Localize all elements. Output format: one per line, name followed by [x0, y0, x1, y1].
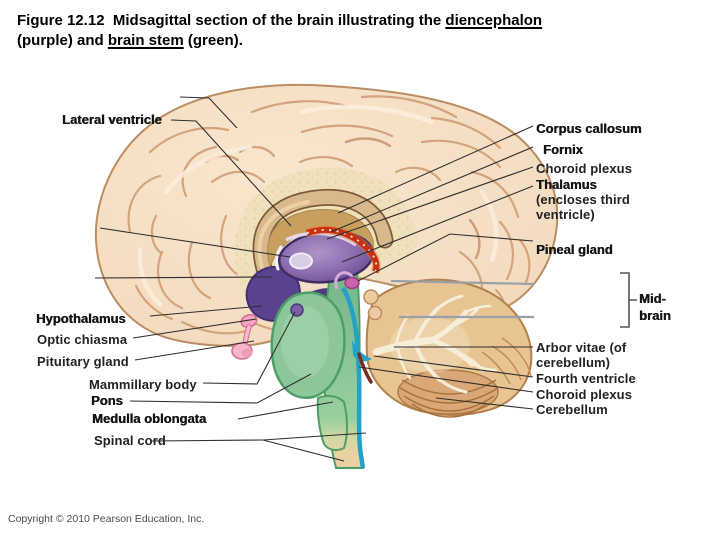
interthalamic-adhesion — [289, 252, 313, 270]
label-thalamus-sub: (encloses third ventricle) — [536, 192, 630, 222]
pineal-gland-shape — [344, 276, 360, 290]
label-mammillary-body: Mammillary body — [89, 377, 197, 392]
midbrain-extent-lines — [390, 279, 535, 319]
fourth-ventricle-shape — [341, 286, 372, 469]
label-midbrain: Mid- brain — [639, 291, 671, 323]
corpus-callosum-shape — [252, 189, 394, 281]
midbrain-bracket — [620, 272, 637, 328]
copyright-text: Copyright © 2010 Pearson Education, Inc. — [8, 513, 205, 525]
leader-lines — [94, 96, 534, 462]
mammillary-body-shape — [290, 303, 304, 317]
label-spinal-cord: Spinal cord — [94, 433, 166, 448]
label-pituitary-gland: Pituitary gland — [37, 354, 129, 369]
label-optic-chiasma: Optic chiasma — [37, 332, 128, 347]
choroid-plexus-lower-shape — [357, 352, 373, 384]
label-arbor-vitae: Arbor vitae (of cerebellum) — [536, 340, 627, 370]
cerebellum-shape — [365, 278, 533, 418]
label-fornix: Fornix — [543, 142, 583, 157]
label-corpus-callosum: Corpus callosum — [536, 121, 642, 136]
gyri-lines — [127, 95, 531, 338]
label-hypothalamus: Hypothalamus — [36, 311, 126, 326]
label-choroid-plexus-upper: Choroid plexus — [536, 161, 633, 176]
label-pons: Pons — [91, 393, 123, 408]
label-choroid-plexus-lower: Choroid plexus — [536, 387, 633, 402]
label-cerebellum: Cerebellum — [536, 402, 608, 417]
pituitary-gland-shape — [231, 342, 253, 360]
medulla-shape — [316, 394, 348, 452]
label-lateral-ventricle: Lateral ventricle — [62, 112, 162, 127]
label-thalamus: Thalamus — [536, 177, 597, 192]
label-fourth-ventricle: Fourth ventricle — [536, 371, 636, 386]
midbrain-tectum — [363, 289, 383, 321]
underlined-term-brain-stem: brain stem — [107, 31, 184, 49]
label-medulla-oblongata: Medulla oblongata — [92, 411, 207, 426]
choroid-plexus-upper-shape — [305, 225, 381, 275]
underlined-term-diencephalon: diencephalon — [445, 12, 543, 29]
figure-title: Figure 12.12 Midsagittal section of the … — [17, 12, 543, 49]
label-pineal-gland: Pineal gland — [536, 242, 613, 257]
